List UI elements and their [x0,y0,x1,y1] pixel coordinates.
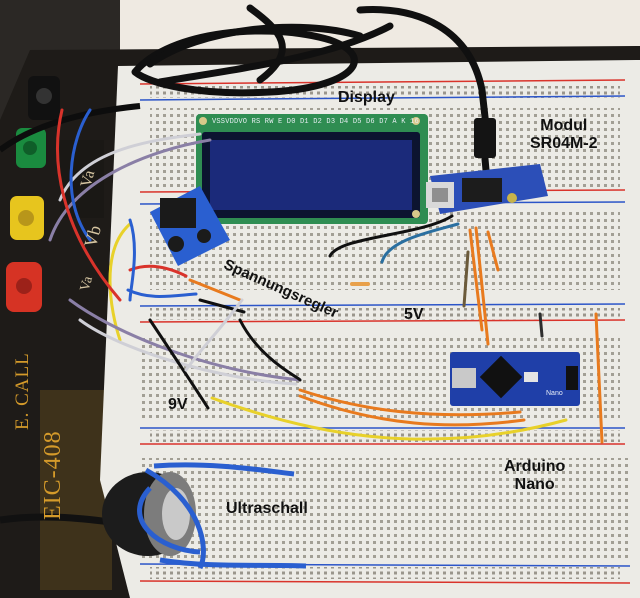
binding-post-yellow [10,196,44,240]
lcd-display-module [196,114,428,224]
sensor-cable-plug [474,118,496,158]
label-arduino-line2: Nano [514,476,555,493]
label-9v: 9V [168,396,188,413]
label-arduino-line1: Arduino [504,458,566,475]
lcd-pin-names: VSSVDDVO RS RW E D0 D1 D2 D3 D4 D5 D6 D7… [212,118,406,126]
lcd-pin-count: 16 [410,118,419,126]
sr04m-sensor-module [426,164,548,214]
label-modul-line2: SR04M-2 [530,135,598,152]
hole-block-4 [140,458,630,558]
label-modul: Modul SR04M-2 [530,117,598,153]
binding-post-black [28,76,60,120]
ultrasonic-transducer [0,462,307,570]
black-cable-left [0,103,141,153]
nano-silkscreen: Nano [546,390,563,397]
coiled-cable [131,4,490,130]
board-model-text: EIC-408 [40,430,66,520]
label-5v: 5V [404,306,424,323]
board-label-area [40,390,112,590]
arduino-nano-board [450,352,580,406]
label-arduino-nano: Arduino Nano [504,458,565,494]
lcd-pin-labels: VSSVDDVO RS RW E D0 D1 D2 D3 D4 D5 D6 D7… [212,118,419,126]
label-modul-line1: Modul [540,117,588,134]
board-brand-text: E. CALL [12,352,33,430]
binding-post-red [6,262,42,312]
label-ultraschall: Ultraschall [226,500,308,517]
wires [48,108,604,444]
voltage-regulator-module [150,186,230,266]
label-display: Display [338,89,395,106]
